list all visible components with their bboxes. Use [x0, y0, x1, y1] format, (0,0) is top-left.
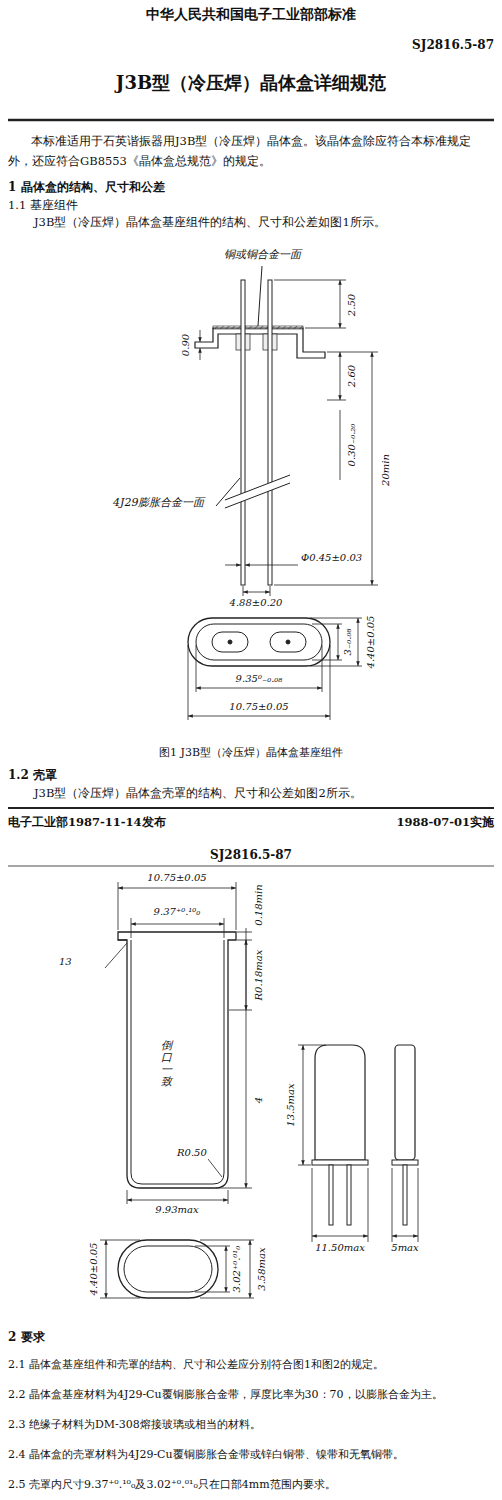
leader-line	[216, 478, 240, 506]
rule	[8, 807, 494, 809]
document-text: 电子工业部1987-11-14发布	[8, 815, 166, 829]
dimension-label: 11.50max	[314, 1242, 366, 1255]
document-text: 1.2 壳罩	[8, 768, 57, 783]
document-text: 1988-07-01实施	[396, 815, 494, 829]
rule	[8, 119, 494, 122]
dimension-label: 3.02⁺⁰.⁰¹₀	[231, 1245, 244, 1294]
dimension-label: R0.18max	[253, 949, 266, 1002]
dimension-lines	[100, 1240, 254, 1298]
dimension-lines	[200, 280, 378, 596]
dimension-label: 4.40±0.05	[88, 1242, 101, 1297]
document-text: SJ2816.5-87	[412, 38, 494, 53]
document-text: 2 要求	[8, 1330, 45, 1345]
dimension-label: 2.50	[346, 293, 359, 317]
dimension-label: 4J29膨胀合金一面	[112, 496, 205, 510]
cap-top-view	[118, 1240, 218, 1298]
document-text: 2.5 壳罩内尺寸9.37⁺⁰.¹⁰₀及3.02⁺⁰.⁰¹₀只在口部4mm范围内…	[8, 1478, 336, 1492]
document-text: J3B型（冷压焊）晶体盒壳罩的结构、尺寸和公差如图2所示。	[34, 786, 362, 800]
dimension-label: 13	[58, 956, 73, 969]
document-text: J3B型（冷压焊）晶体盒基座组件的结构、尺寸和公差如图1所示。	[34, 215, 386, 229]
dimension-label: 0.30₋₀.₂₀	[346, 423, 359, 468]
document-text: 1 晶体盒的结构、尺寸和公差	[8, 180, 165, 195]
base-side-view	[195, 280, 325, 585]
dimension-lines	[298, 1045, 418, 1242]
cap-section	[118, 932, 236, 1188]
document-text: 本标准适用于石英谐振器用J3B型（冷压焊）晶体盒。该晶体盒除应符合本标准规定外，…	[8, 132, 494, 171]
dimension-label: 3.58max	[256, 1246, 269, 1291]
leader-line	[258, 266, 262, 326]
dimension-label: 10.75±0.05	[228, 701, 289, 714]
document-text: 2.1 晶体盒基座组件和壳罩的结构、尺寸和公差应分别符合图1和图2的规定。	[8, 1358, 384, 1372]
document-text: SJ2816.5-87	[210, 848, 292, 863]
document-title: J3B型（冷压焊）晶体盒详细规范	[116, 72, 386, 95]
base-top-view	[188, 618, 330, 666]
dimension-label: 4	[253, 1096, 266, 1104]
dimension-label: 9.37⁺⁰.¹⁰₀	[153, 906, 202, 919]
dimension-label: 13.5max	[285, 1082, 298, 1127]
document-text: 2.2 晶体盒基座材料为4J29-Cu覆铜膨胀合金带，厚度比率为30：70，以膨…	[8, 1388, 443, 1402]
dimension-label: 2.60	[346, 364, 359, 388]
dimension-label: 铜或铜合金一面	[223, 248, 302, 262]
dimension-label: 0.18min	[253, 883, 266, 926]
document-text: 2.3 绝缘子材料为DM-308熔接玻璃或相当的材料。	[8, 1418, 261, 1432]
dimension-lines	[188, 618, 362, 720]
dimension-label: 5max	[390, 1242, 419, 1255]
document-text: 2.4 晶体盒的壳罩材料为4J29-Cu覆铜膨胀合金带或锌白铜带、镍带和无氧铜带…	[8, 1448, 404, 1462]
dimension-label: 10.75±0.05	[146, 872, 207, 885]
dimension-label: 4.88±0.20	[229, 597, 284, 610]
crystal-outline-views	[312, 1045, 418, 1225]
figure-caption: 图1 J3B型（冷压焊）晶体盒基座组件	[159, 746, 343, 760]
dimension-lines	[105, 882, 252, 1204]
dimension-label: 0.90	[180, 333, 193, 357]
dimension-label: R0.50	[176, 1147, 208, 1160]
document-text: 1.1 基座组件	[8, 198, 78, 212]
dimension-label: 9.35⁰₋₀.₀₈	[235, 673, 284, 686]
dimension-label: Φ0.45±0.03	[300, 552, 363, 565]
rule	[8, 866, 494, 867]
dimension-label: 9.93max	[154, 1204, 199, 1217]
dimension-label: 20min	[380, 453, 393, 487]
dimension-label: 4.40±0.05	[365, 615, 378, 670]
document-text: 中华人民共和国电子工业部部标准	[146, 6, 356, 24]
dimension-label: 倒口一致	[160, 1040, 173, 1088]
dimension-label: 3₋₀.₀₈	[342, 628, 355, 657]
